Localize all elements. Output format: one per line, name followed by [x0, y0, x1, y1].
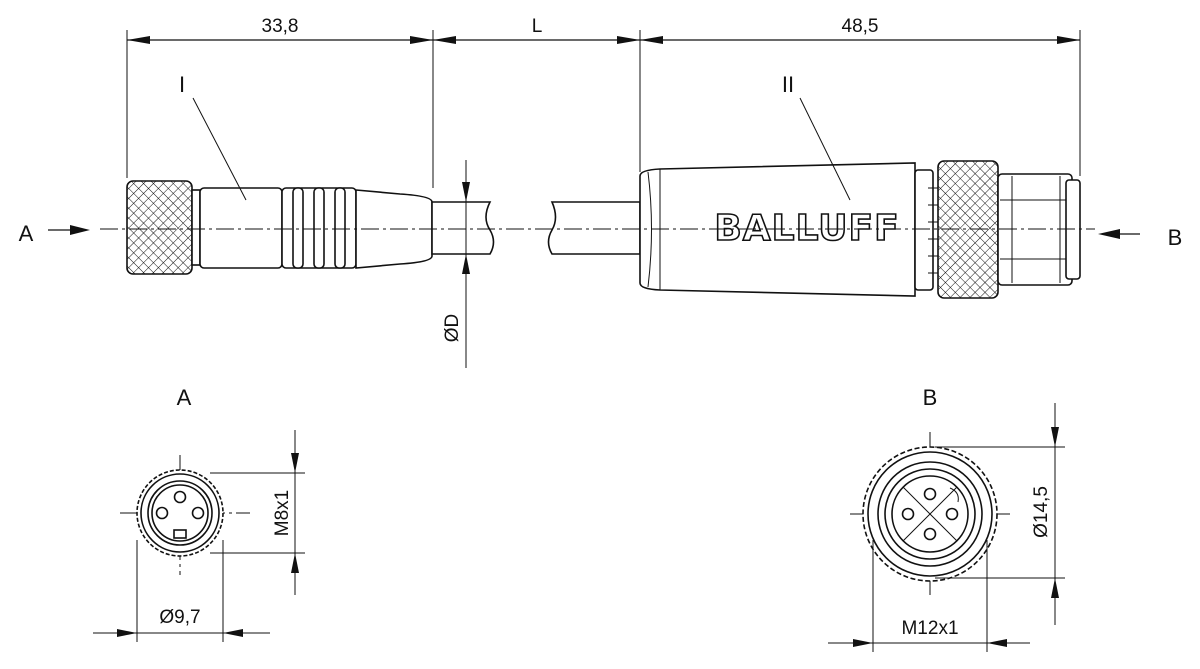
arrow-label-b: B	[1168, 225, 1183, 250]
dim-thread-a: M8x1	[272, 490, 293, 536]
label-connector-1: I	[179, 72, 185, 97]
dim-right-length: 48,5	[842, 16, 879, 37]
dim-thread-b: M12x1	[901, 618, 958, 639]
front-view-a: A M8x1 Ø9,7	[93, 385, 305, 642]
dim-cable-diameter: ØD	[442, 314, 463, 343]
connector-2-side-view: BALLUFF II	[639, 72, 1081, 299]
dim-diameter-b: Ø14,5	[1031, 486, 1052, 538]
dim-diameter-a: Ø9,7	[159, 607, 200, 628]
top-dimensions: 33,8 L 48,5	[126, 16, 1081, 188]
cable-diameter-dimension: ØD	[442, 160, 470, 368]
connector-1-side-view: I	[126, 72, 495, 275]
dim-cable-length: L	[532, 16, 543, 37]
label-connector-2: II	[782, 72, 794, 97]
view-arrow-a: A	[19, 221, 90, 246]
knurled-nut-left	[126, 180, 193, 275]
view-title-a: A	[177, 385, 192, 410]
cable	[547, 201, 641, 255]
view-arrow-b: B	[1098, 225, 1182, 250]
front-view-b: B Ø14,5 M12x1	[828, 385, 1065, 652]
arrow-label-a: A	[19, 221, 34, 246]
dim-left-length: 33,8	[262, 16, 299, 37]
view-title-b: B	[923, 385, 938, 410]
